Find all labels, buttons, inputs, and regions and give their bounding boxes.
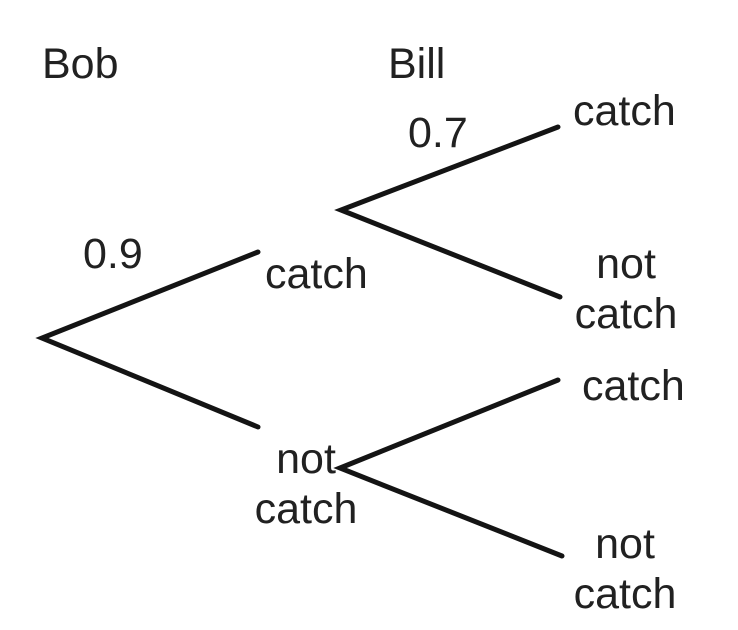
probability-label-bob-catch: 0.9 (83, 230, 143, 278)
bob-branches-chevron (35, 249, 261, 430)
column-header-bill: Bill (388, 40, 446, 88)
node-label-bill-catch-after-not-catch: catch (582, 362, 685, 410)
node-label-bob-not-catch: not catch (254, 435, 358, 533)
column-header-bob: Bob (42, 40, 119, 88)
probability-label-bill-catch: 0.7 (408, 109, 468, 157)
bill-branches-after-not-catch-chevron (333, 377, 565, 559)
node-label-bob-catch: catch (265, 250, 368, 298)
node-label-bill-catch-after-catch: catch (573, 87, 676, 135)
node-label-bill-not-catch-after-catch: not catch (574, 240, 678, 338)
node-label-bill-not-catch-after-not-catch: not catch (573, 520, 677, 618)
bill-branches-after-catch-chevron (334, 124, 563, 300)
